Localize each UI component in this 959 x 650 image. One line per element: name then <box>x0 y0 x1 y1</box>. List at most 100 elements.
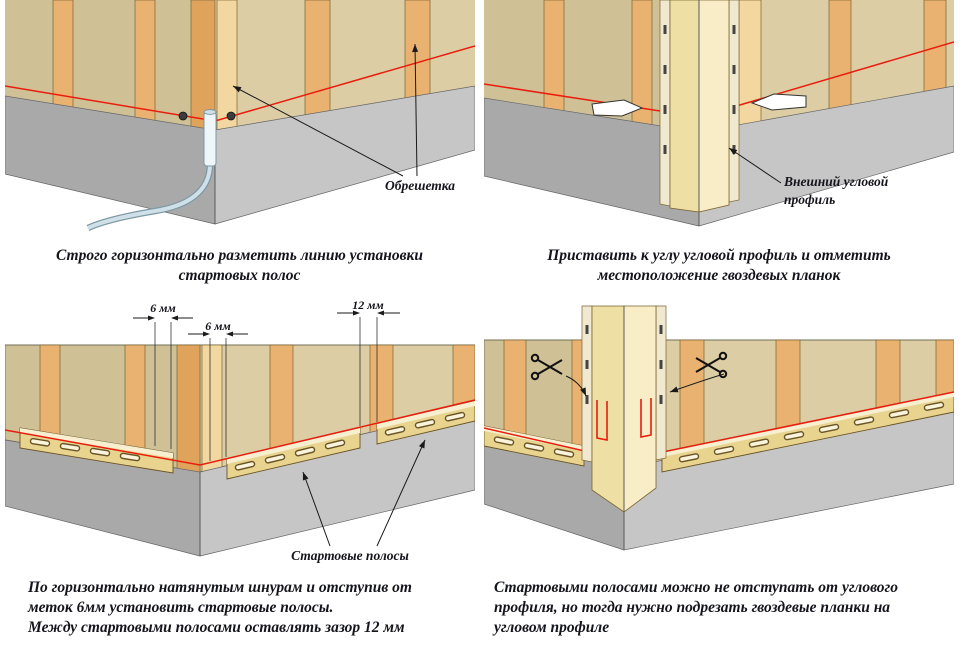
caption-line: Приставить к углу угловой профиль и отме… <box>547 247 891 264</box>
slot <box>415 420 434 428</box>
dimension-right: 12 мм <box>336 300 400 426</box>
scissor-blade <box>537 359 563 375</box>
scissor-blade <box>695 357 721 373</box>
slot <box>60 444 79 451</box>
leader-line <box>376 439 425 547</box>
strip-slots <box>384 411 465 436</box>
slot <box>680 454 698 461</box>
scissor-ring <box>718 351 728 361</box>
slot <box>325 440 344 448</box>
arrowhead <box>170 315 178 321</box>
slot <box>90 449 109 455</box>
strip-slots <box>234 439 345 471</box>
arrowhead <box>418 440 425 449</box>
panel-3-caption: По горизонтально натянутым шнурам и отст… <box>0 578 479 637</box>
caption-line: Стартовыми полосами можно не отступать о… <box>494 579 899 596</box>
slot <box>555 449 573 457</box>
strip-top-band <box>226 428 360 464</box>
nail-slot <box>732 25 736 34</box>
battens-left-face <box>543 0 653 141</box>
panel-4-caption: Стартовыми полосами можно не отступать о… <box>479 578 959 637</box>
strip-top-band <box>376 401 475 429</box>
arrowhead <box>225 331 233 337</box>
starter-strips <box>484 391 954 473</box>
slot <box>495 437 513 445</box>
slot <box>890 410 908 417</box>
outer-corner-profile <box>659 0 740 213</box>
arrowhead <box>147 315 155 321</box>
slot <box>30 439 49 446</box>
slot <box>265 455 284 463</box>
panel-1-caption: Строго горизонтально разметить линию уст… <box>0 246 479 286</box>
nail-slot <box>732 65 736 74</box>
caption-line: местоположение гвоздевых планок <box>597 266 841 284</box>
dimension-left: 6 мм <box>132 301 193 449</box>
leader-line <box>232 85 403 177</box>
battens-label: Обрешетка <box>384 178 454 193</box>
profile-label-line2: профиль <box>784 192 835 207</box>
illustration-starter-strips: 6 мм 6 мм 12 мм <box>4 300 475 563</box>
arrowhead <box>232 86 241 93</box>
leader-line <box>302 471 330 547</box>
illustration-trim-flanges <box>484 305 954 551</box>
panel-2: Внешний угловой профиль Приставить к угл… <box>479 0 959 300</box>
level-hose-inner <box>86 163 212 230</box>
marking-line <box>4 399 475 466</box>
illustration-corner-profile: Внешний угловой профиль <box>484 0 954 227</box>
slot <box>925 403 943 410</box>
right-hand <box>750 93 807 111</box>
cord-pin <box>226 111 235 121</box>
scissors-icon <box>695 351 728 379</box>
arrowhead <box>411 44 418 53</box>
dimension-label: 6 мм <box>150 301 175 315</box>
arrowhead <box>302 472 308 481</box>
caption-line: стартовых полос <box>178 266 301 284</box>
caption-line: меток 6мм установить стартовые полосы. <box>28 598 334 616</box>
outer-corner-profile <box>581 305 667 513</box>
nail-slot <box>585 325 589 334</box>
scissor-ring <box>718 369 728 379</box>
profile-label-line1: Внешний угловой <box>783 174 889 189</box>
slot <box>855 417 873 425</box>
cut-mark-left <box>596 400 608 441</box>
dimension-label: 12 мм <box>352 300 383 312</box>
strip-slots <box>678 401 945 463</box>
cut-mark-right <box>640 398 652 438</box>
slot <box>120 454 139 460</box>
batten <box>631 0 653 141</box>
nail-slot <box>659 395 663 404</box>
nail-slot <box>659 325 663 334</box>
caption-line: угловом профиле <box>494 618 610 636</box>
strips-callout: Стартовые полосы <box>291 439 425 563</box>
nail-slot <box>663 65 667 74</box>
nail-slot <box>585 360 589 369</box>
slot <box>385 427 404 435</box>
slot <box>820 425 838 432</box>
batten <box>404 0 430 109</box>
slot <box>295 448 314 455</box>
profile-callout: Внешний угловой профиль <box>728 147 889 207</box>
arrowhead <box>729 148 738 155</box>
panel-2-caption: Приставить к углу угловой профиль и отме… <box>479 246 959 286</box>
arrowhead <box>580 387 586 396</box>
strips-label: Стартовые полосы <box>291 548 409 563</box>
batten <box>738 0 762 139</box>
hands <box>591 93 807 117</box>
slot <box>525 443 543 451</box>
scissors-icon <box>530 353 563 381</box>
slot <box>235 462 254 470</box>
cord-pin <box>178 111 187 121</box>
arrowhead <box>202 331 210 337</box>
water-level-tool <box>86 109 216 231</box>
strip-top-band <box>19 428 173 458</box>
corner-batten <box>176 344 200 481</box>
dimension-label: 6 мм <box>205 319 230 333</box>
caption-line: профиля, но тогда нужно подрезать гвозде… <box>494 598 891 616</box>
left-hand <box>591 99 644 117</box>
level-tube-top <box>203 109 216 115</box>
nail-slot <box>732 105 736 114</box>
profile-left-face <box>669 0 700 213</box>
leader-line <box>728 147 782 184</box>
strip-top-band <box>662 392 954 457</box>
